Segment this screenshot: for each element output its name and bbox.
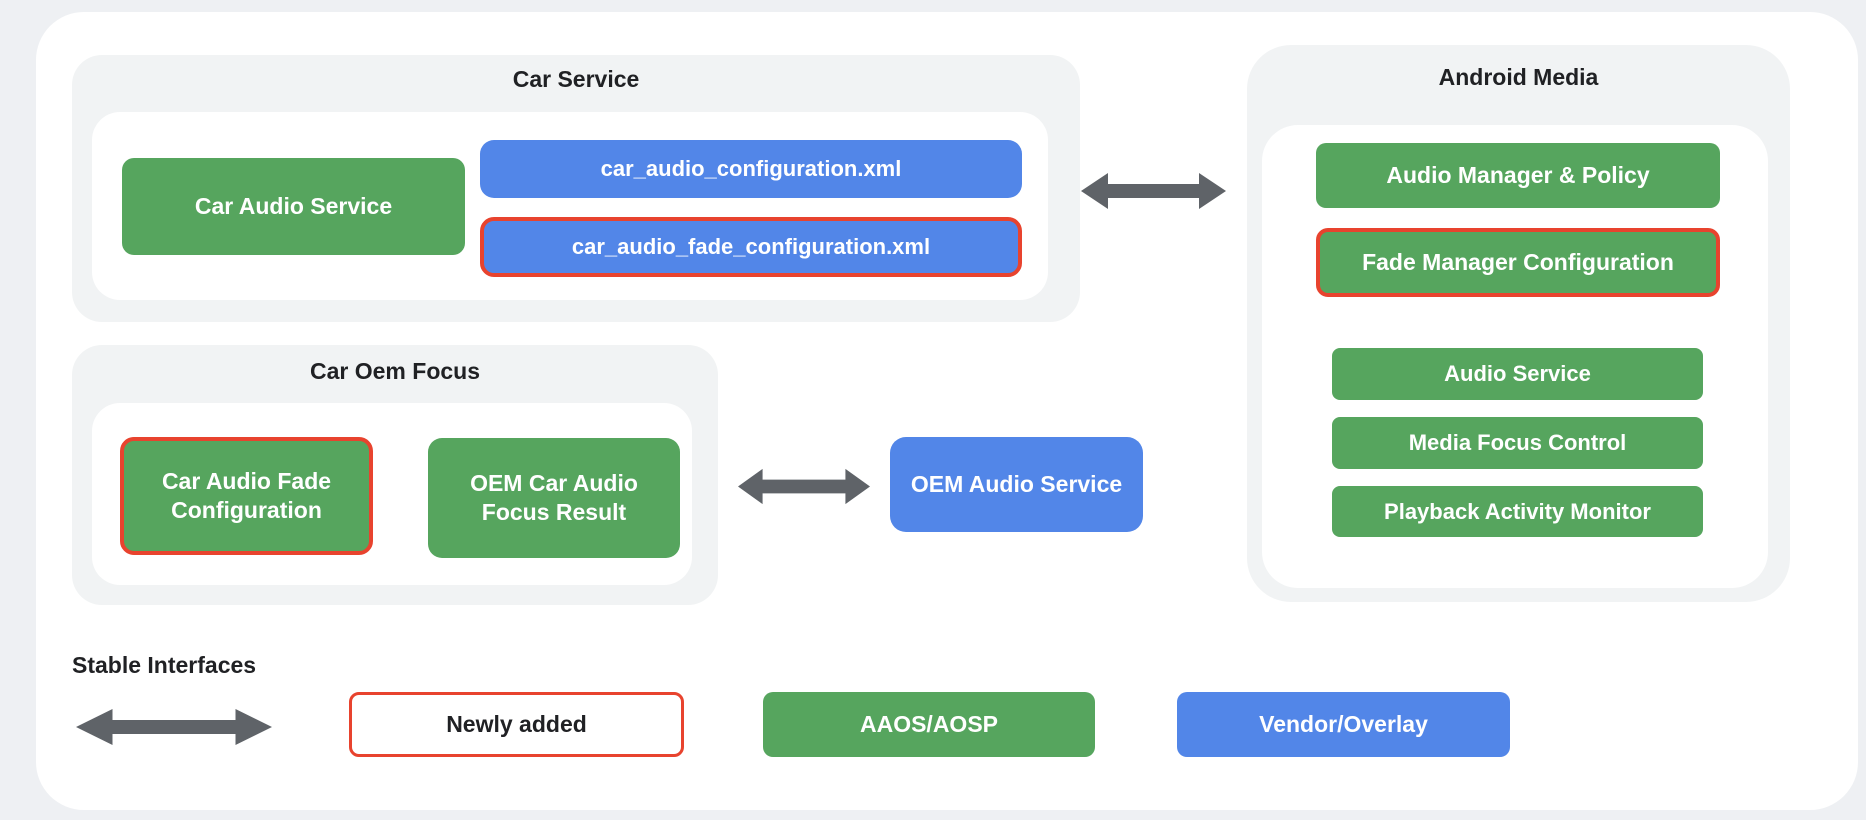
car-oem-focus-title: Car Oem Focus	[310, 358, 480, 384]
playback-activity-monitor-box: Playback Activity Monitor	[1332, 486, 1703, 537]
car-service-title: Car Service	[512, 66, 640, 92]
car-audio-fade-configuration-xml-box: car_audio_fade_configuration.xml	[480, 217, 1022, 277]
car-audio-fade-configuration-box: Car Audio Fade Configuration	[120, 437, 373, 555]
oem-audio-service-box: OEM Audio Service	[890, 437, 1143, 532]
car-audio-configuration-xml-box: car_audio_configuration.xml	[480, 140, 1022, 198]
fade-manager-configuration-box: Fade Manager Configuration	[1316, 228, 1720, 297]
audio-service-box: Audio Service	[1332, 348, 1703, 400]
bidirectional-arrow-icon	[738, 466, 870, 507]
legend-vendor-overlay: Vendor/Overlay	[1177, 692, 1510, 757]
oem-car-audio-focus-result-box: OEM Car Audio Focus Result	[428, 438, 680, 558]
stable-interfaces-label: Stable Interfaces	[72, 652, 257, 678]
audio-manager-policy-box: Audio Manager & Policy	[1316, 143, 1720, 208]
android-media-title: Android Media	[1438, 64, 1599, 90]
media-focus-control-box: Media Focus Control	[1332, 417, 1703, 469]
bidirectional-arrow-icon	[1081, 170, 1226, 212]
bidirectional-arrow-icon	[76, 706, 272, 748]
car-audio-service-box: Car Audio Service	[122, 158, 465, 255]
legend-aaos-aosp: AAOS/AOSP	[763, 692, 1095, 757]
legend-newly-added: Newly added	[349, 692, 684, 757]
